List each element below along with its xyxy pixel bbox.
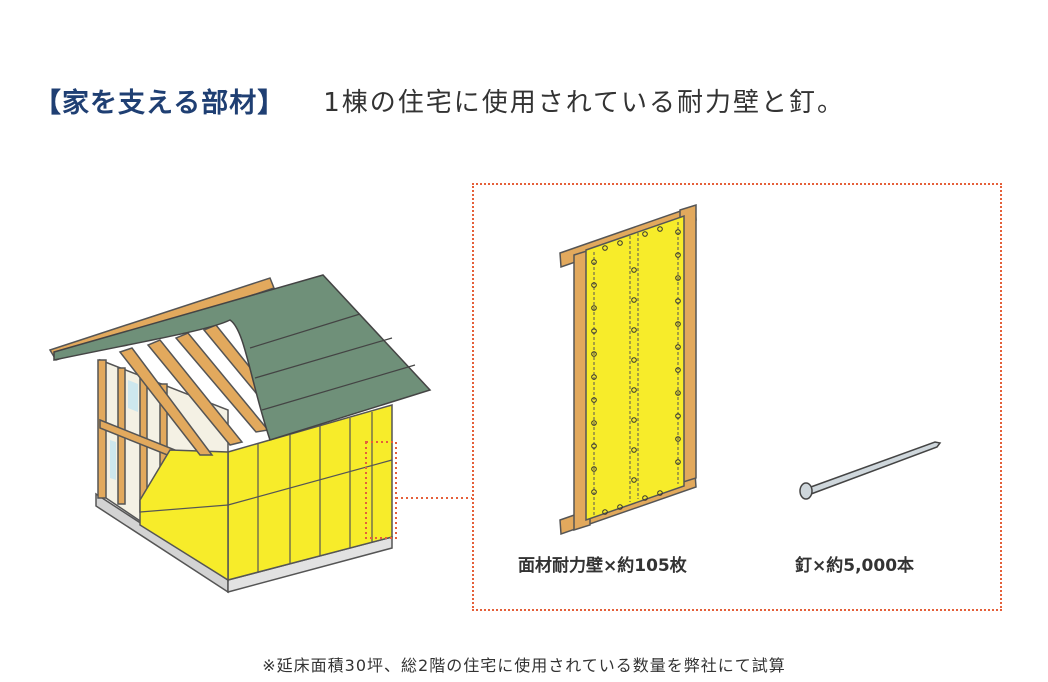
nail-caption: 釘×約5,000本 [795,556,915,576]
page-title: 1棟の住宅に使用されている耐力壁と釘。 [323,87,845,118]
footnote: ※延床面積30坪、総2階の住宅に使用されている数量を弊社にて試算 [262,656,786,675]
page-header: 【家を支える部材】 1棟の住宅に使用されている耐力壁と釘。 [34,80,845,120]
nail-illustration-icon [799,441,942,500]
panel-caption: 面材耐力壁×約105枚 [518,556,687,576]
detail-box [472,183,1002,611]
wall-panel-illustration-icon [559,203,697,536]
header-label: 【家を支える部材】 [34,87,286,119]
house-illustration-icon [48,274,432,594]
detail-connector [396,497,472,499]
